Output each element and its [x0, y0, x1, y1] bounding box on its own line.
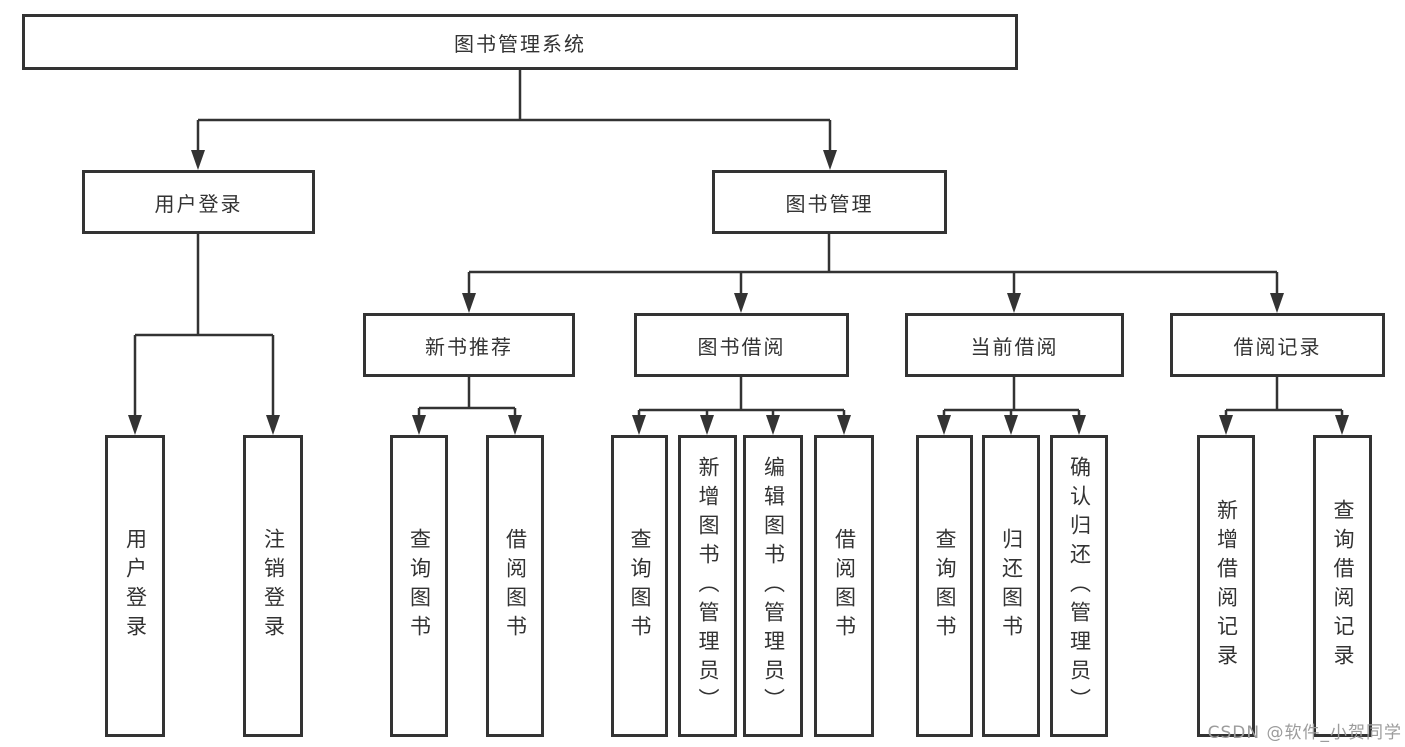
connector-user-login-children [128, 234, 280, 435]
leaf-label: 归还图书 [999, 528, 1024, 644]
node-book-management: 图书管理 [712, 170, 947, 234]
node-book-borrow: 图书借阅 [634, 313, 849, 377]
leaf-label: 查询图书 [407, 528, 432, 644]
node-new-book-recommend: 新书推荐 [363, 313, 575, 377]
leaf-label: 借阅图书 [503, 528, 528, 644]
node-label: 当前借阅 [970, 334, 1059, 359]
node-label: 借阅记录 [1233, 334, 1322, 359]
leaf-label: 注销登录 [261, 528, 286, 644]
leaf-add-books-admin: 新增图书（管理员） [678, 435, 737, 737]
connector-book-borrow-children [632, 377, 851, 435]
leaf-label: 借阅图书 [832, 528, 857, 644]
leaf-label: 确认归还（管理员） [1067, 455, 1092, 717]
watermark: CSDN @软件_小贺同学 [1207, 723, 1402, 743]
node-label: 图书借阅 [697, 334, 786, 359]
leaf-logout: 注销登录 [243, 435, 303, 737]
node-label: 图书管理 [785, 191, 874, 216]
node-system-root: 图书管理系统 [22, 14, 1018, 70]
leaf-borrow-books-borrow: 借阅图书 [814, 435, 874, 737]
connector-book-mgmt-children [462, 234, 1284, 313]
leaf-user-login: 用户登录 [105, 435, 165, 737]
leaf-edit-books-admin: 编辑图书（管理员） [743, 435, 803, 737]
leaf-query-borrow-record: 查询借阅记录 [1313, 435, 1372, 737]
leaf-label: 新增借阅记录 [1214, 499, 1239, 673]
leaf-label: 新增图书（管理员） [696, 455, 720, 717]
node-label: 新书推荐 [425, 334, 513, 359]
leaf-return-books: 归还图书 [982, 435, 1040, 737]
node-user-login: 用户登录 [82, 170, 315, 234]
leaf-query-books-borrow: 查询图书 [611, 435, 668, 737]
connector-new-book-children [412, 377, 522, 435]
leaf-add-borrow-record: 新增借阅记录 [1197, 435, 1255, 737]
leaf-label: 查询图书 [933, 528, 957, 644]
leaf-label: 编辑图书（管理员） [761, 455, 786, 717]
leaf-label: 查询图书 [628, 528, 652, 644]
connector-root-to-level2 [191, 70, 837, 170]
node-label: 图书管理系统 [454, 31, 586, 56]
leaf-query-books-newrec: 查询图书 [390, 435, 448, 737]
connector-borrow-records-children [1219, 377, 1349, 435]
leaf-label: 用户登录 [123, 528, 148, 644]
node-borrow-records: 借阅记录 [1170, 313, 1385, 377]
leaf-query-books-current: 查询图书 [916, 435, 973, 737]
node-current-borrow: 当前借阅 [905, 313, 1124, 377]
connector-current-borrow-children [937, 377, 1086, 435]
leaf-label: 查询借阅记录 [1331, 499, 1355, 673]
node-label: 用户登录 [154, 191, 243, 216]
leaf-confirm-return-admin: 确认归还（管理员） [1050, 435, 1108, 737]
leaf-borrow-books-newrec: 借阅图书 [486, 435, 544, 737]
